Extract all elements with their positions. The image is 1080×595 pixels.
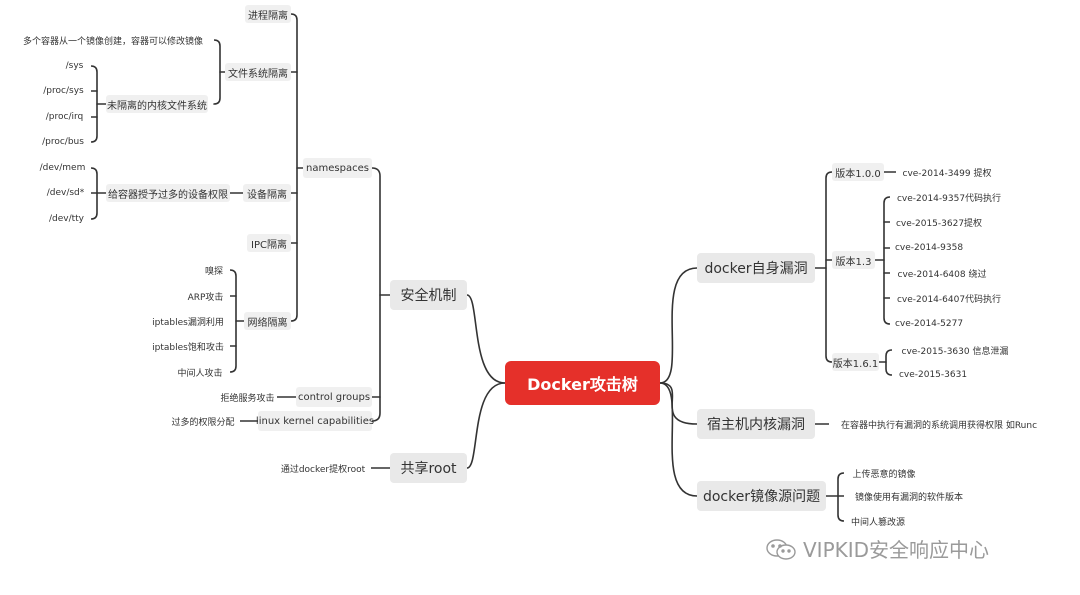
arp-attack-leaf[interactable]: ARP攻击 — [181, 287, 230, 305]
unisolated-kernel-fs-node[interactable]: 未隔离的内核文件系统 — [106, 95, 208, 113]
network-isolation-node[interactable]: 网络隔离 — [244, 312, 291, 330]
mitm-tamper-leaf[interactable]: 中间人篡改源 — [844, 512, 912, 530]
cve-2014-9358-leaf[interactable]: cve-2014-9358 — [890, 239, 968, 257]
image-source-issue-node[interactable]: docker镜像源问题 — [697, 481, 826, 511]
cve-2015-3630-leaf[interactable]: cve-2015-3630 信息泄漏 — [892, 341, 1018, 359]
root-node[interactable]: Docker攻击树 — [505, 361, 660, 405]
runc-syscall-leaf[interactable]: 在容器中执行有漏洞的系统调用获得权限 如Runc — [829, 415, 1049, 433]
proc-bus-leaf[interactable]: /proc/bus — [35, 133, 91, 151]
version-1-0-0-node[interactable]: 版本1.0.0 — [832, 163, 884, 181]
iptables-vuln-leaf[interactable]: iptables漏洞利用 — [146, 312, 230, 330]
security-mechanism-node[interactable]: 安全机制 — [390, 280, 467, 310]
shared-root-node[interactable]: 共享root — [390, 453, 467, 483]
proc-irq-leaf[interactable]: /proc/irq — [38, 108, 91, 126]
watermark: VIPKID安全响应中心 — [765, 534, 989, 563]
malicious-image-leaf[interactable]: 上传恶意的镜像 — [844, 464, 924, 482]
cve-2015-3627-leaf[interactable]: cve-2015-3627提权 — [890, 213, 988, 231]
mitm-attack-leaf[interactable]: 中间人攻击 — [170, 363, 230, 381]
vulnerable-software-leaf[interactable]: 镜像使用有漏洞的软件版本 — [844, 487, 974, 505]
iptables-saturation-leaf[interactable]: iptables饱和攻击 — [146, 337, 230, 355]
dev-tty-leaf[interactable]: /dev/tty — [42, 210, 91, 228]
dos-attack-leaf[interactable]: 拒绝服务攻击 — [218, 388, 277, 406]
namespaces-node[interactable]: namespaces — [303, 158, 372, 178]
version-1-6-1-node[interactable]: 版本1.6.1 — [832, 353, 879, 371]
sys-leaf[interactable]: /sys — [58, 57, 91, 75]
fs-image-modify-leaf[interactable]: 多个容器从一个镜像创建，容器可以修改镜像 — [12, 31, 214, 49]
control-groups-node[interactable]: control groups — [296, 387, 372, 407]
cve-2014-6407-leaf[interactable]: cve-2014-6407代码执行 — [890, 289, 1008, 307]
watermark-text: VIPKID安全响应中心 — [803, 538, 990, 562]
over-privilege-leaf[interactable]: 过多的权限分配 — [166, 412, 240, 430]
cve-2015-3631-leaf[interactable]: cve-2015-3631 — [892, 366, 974, 384]
host-kernel-vuln-node[interactable]: 宿主机内核漏洞 — [697, 409, 815, 439]
cve-2014-9357-leaf[interactable]: cve-2014-9357代码执行 — [890, 188, 1008, 206]
proc-sys-leaf[interactable]: /proc/sys — [36, 82, 91, 100]
device-isolation-node[interactable]: 设备隔离 — [243, 184, 291, 202]
excess-device-perm-node[interactable]: 给容器授予过多的设备权限 — [106, 184, 230, 202]
docker-self-vuln-node[interactable]: docker自身漏洞 — [697, 253, 815, 283]
sniff-leaf[interactable]: 嗅探 — [198, 261, 230, 279]
docker-root-escalation-leaf[interactable]: 通过docker提权root — [275, 459, 371, 477]
process-isolation-node[interactable]: 进程隔离 — [245, 5, 291, 23]
version-1-3-node[interactable]: 版本1.3 — [832, 251, 875, 269]
cve-2014-6408-leaf[interactable]: cve-2014-6408 绕过 — [890, 264, 994, 282]
dev-sd-leaf[interactable]: /dev/sd* — [40, 184, 91, 202]
filesystem-isolation-node[interactable]: 文件系统隔离 — [225, 63, 291, 81]
cve-2014-3499-leaf[interactable]: cve-2014-3499 提权 — [896, 163, 998, 181]
wechat-icon — [766, 538, 796, 560]
ipc-isolation-node[interactable]: IPC隔离 — [247, 234, 291, 252]
cve-2014-5277-leaf[interactable]: cve-2014-5277 — [890, 315, 968, 333]
dev-mem-leaf[interactable]: /dev/mem — [34, 159, 91, 177]
kernel-capabilities-node[interactable]: linux kernel capabilities — [256, 411, 374, 431]
